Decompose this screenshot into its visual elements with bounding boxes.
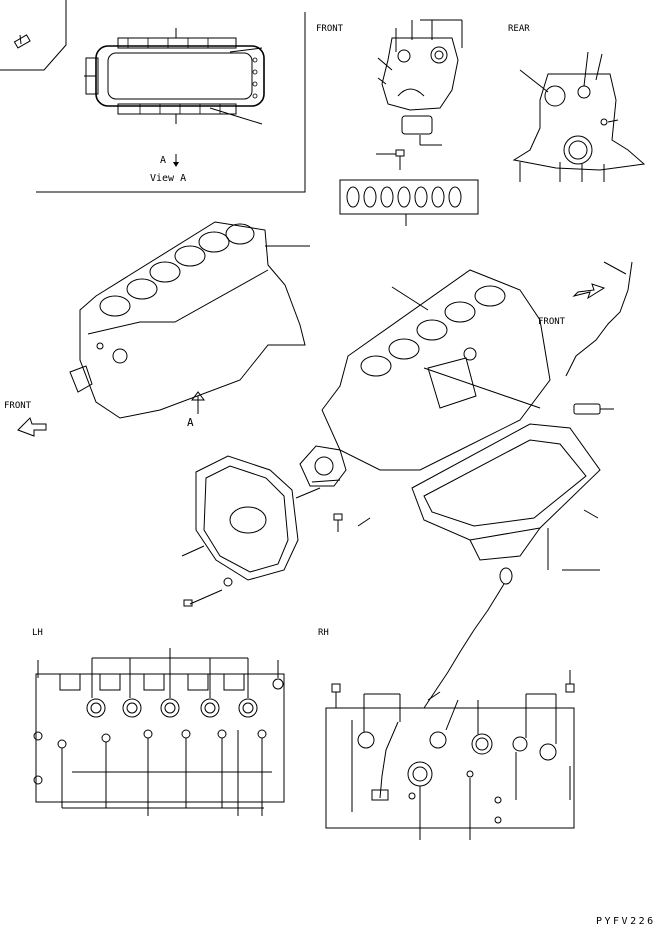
piston-ring-set	[339, 179, 479, 226]
right-engine-block: FRONT	[299, 261, 633, 571]
flywheel-housing	[181, 455, 321, 607]
view-direction-letter: A	[187, 416, 194, 429]
rh-label: RH	[318, 628, 329, 638]
lh-side-view: LH	[32, 628, 285, 816]
rh-dipstick	[423, 567, 513, 709]
dipstick-tube	[565, 261, 633, 377]
drawing-code: PYFV226	[596, 916, 656, 927]
front-arrow-icon	[17, 417, 47, 437]
left-engine-block: FRONT A	[4, 221, 310, 437]
housing-bolt-icon	[183, 577, 233, 607]
front-left-label: FRONT	[4, 401, 32, 411]
rear-top-label: REAR	[508, 24, 530, 34]
view-caption: View A	[150, 173, 186, 184]
lh-label: LH	[32, 628, 43, 638]
view-a-inset: A View A	[0, 0, 306, 193]
oil-pan-gasket-view-a	[84, 28, 265, 125]
view-arrow-icon	[173, 154, 179, 167]
front-top-label: FRONT	[316, 24, 344, 34]
pin-part-icon	[13, 34, 31, 49]
front-arrow-right-icon	[572, 283, 606, 300]
front-right-label: FRONT	[538, 317, 566, 327]
rh-plug-icon-right	[565, 670, 575, 693]
rh-plug-icon-left	[331, 683, 341, 708]
rh-side-view: RH	[318, 567, 575, 840]
front-plate-group: FRONT	[316, 19, 463, 170]
oil-pan	[411, 423, 601, 571]
rear-seal-housing	[299, 445, 371, 532]
view-direction-arrow-icon	[191, 391, 205, 414]
bolt-icon	[376, 149, 405, 170]
view-marker-label: A	[160, 155, 166, 166]
rear-plate-group: REAR	[508, 24, 646, 182]
oil-filter-icon	[573, 403, 614, 415]
